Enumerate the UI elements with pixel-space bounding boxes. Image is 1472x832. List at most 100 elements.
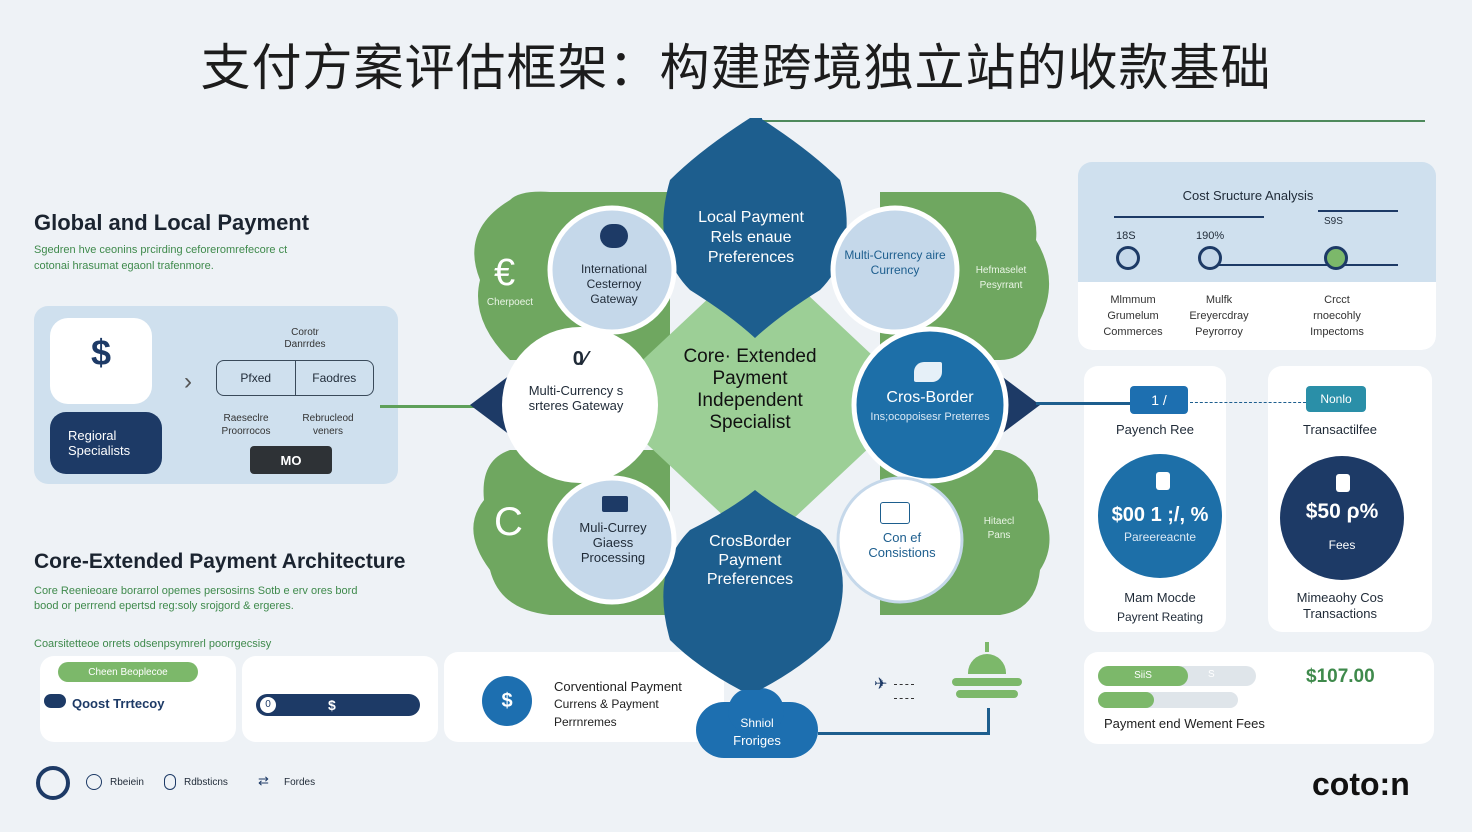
shop-icon-br bbox=[880, 502, 910, 524]
circle-right bbox=[851, 326, 1009, 484]
fee-circle-2-sub: Fees bbox=[1328, 538, 1356, 552]
label-3: S9S bbox=[1324, 216, 1343, 227]
item-3-l2: rnoecohly bbox=[1313, 310, 1361, 322]
green-tr-text-2: Pesyrrant bbox=[979, 280, 1023, 291]
regional-specialists-card: $ Regioral Specialists › Corotr Danrrdes… bbox=[34, 306, 398, 484]
item-3-l1: Crcct bbox=[1324, 294, 1350, 306]
circle-left-top: 0⁄ bbox=[572, 348, 588, 370]
item-1-l1: Mlmmum bbox=[1110, 294, 1156, 306]
cloud-icon-small bbox=[44, 694, 66, 708]
green-br-text-2: Pans bbox=[987, 530, 1011, 541]
cloud-label-1: Shniol bbox=[740, 716, 774, 730]
arrows-icon: ⇄ bbox=[258, 773, 269, 788]
segment-left[interactable]: Pfxed bbox=[217, 361, 296, 395]
dashed-line bbox=[894, 684, 914, 685]
legend-item-3: Fordes bbox=[284, 777, 316, 788]
mo-button[interactable]: MO bbox=[250, 446, 332, 474]
progress-bar[interactable]: 0 $ bbox=[256, 694, 420, 716]
globe-icon bbox=[86, 774, 102, 790]
green-tl-text: Cherpoect bbox=[486, 297, 534, 308]
dollar-circle-icon: $ bbox=[482, 676, 532, 726]
dollar-icon: $ bbox=[90, 332, 112, 373]
analysis-line-1 bbox=[1114, 216, 1264, 218]
cost-structure-bottom bbox=[1078, 282, 1436, 350]
circle-tl-label: International Cesternoy Gateway bbox=[580, 262, 648, 306]
card-icon-bl bbox=[602, 496, 628, 512]
cost-structure-card: Cost Sructure Analysis 18S 190% S9S Mlmm… bbox=[1078, 162, 1436, 350]
item-2-l1: Mulfk bbox=[1205, 294, 1233, 306]
cloud-label-2: Froriges bbox=[733, 733, 781, 748]
sub-right-1: Rebrucleod bbox=[302, 413, 354, 424]
sub-right-2: veners bbox=[312, 426, 343, 437]
left-arrow bbox=[470, 375, 510, 435]
fees-label: Payment end Wement Fees bbox=[1104, 716, 1265, 731]
architecture-desc-3: Coarsitetteoe orrets odsenpsymrerl poorr… bbox=[34, 638, 272, 650]
central-diagram bbox=[470, 118, 1050, 690]
right-arrow bbox=[1000, 375, 1040, 435]
global-payment-desc-1: Sgedren hve ceonins prcirding ceforeromr… bbox=[34, 244, 288, 256]
circle-bl-label: Muli-Currey Giaess Processing bbox=[579, 520, 647, 565]
connector-line-left bbox=[380, 405, 480, 408]
coin-icon bbox=[164, 774, 176, 790]
label-2: 190% bbox=[1196, 230, 1225, 242]
analysis-line-2 bbox=[1318, 210, 1398, 212]
lock-icon-2 bbox=[1336, 474, 1350, 492]
bottom1-line2: Payrent Reating bbox=[1116, 610, 1204, 624]
amount-value: $107.00 bbox=[1306, 666, 1375, 687]
dashed-right bbox=[1190, 402, 1306, 403]
bottom1-line1: Mam Mocde bbox=[1124, 590, 1196, 605]
circle-tl bbox=[547, 205, 677, 335]
ring-logo bbox=[36, 766, 70, 800]
page-title: 支付方案评估框架：构建跨境独立站的收款基础 bbox=[200, 39, 1272, 97]
circle-br bbox=[836, 476, 964, 604]
segmented-control[interactable]: Pfxed Faodres bbox=[216, 360, 374, 396]
segment-right[interactable]: Faodres bbox=[312, 371, 357, 385]
fee2-tag[interactable]: Nonlo bbox=[1306, 386, 1366, 412]
lock-icon-1 bbox=[1156, 472, 1170, 490]
badge-label: Regioral Specialists bbox=[68, 428, 131, 458]
bottom-leaf-label: CrosBorder Payment Preferences bbox=[706, 533, 794, 588]
conventional-2: Currens & Payment bbox=[554, 697, 659, 711]
cloud-bump bbox=[728, 688, 784, 734]
fee-slider-fill: SiiS bbox=[1098, 666, 1188, 686]
green-tr-text-1: Hefmaselet bbox=[975, 265, 1027, 276]
pin-icon-3 bbox=[1324, 246, 1348, 270]
euro-icon-tl: € bbox=[494, 252, 516, 294]
title-divider bbox=[760, 120, 1425, 122]
bottom-leaf bbox=[663, 490, 843, 690]
top-leaf-label: Local Payment Rels enaue Preferences bbox=[698, 209, 804, 266]
card-header-sub: Danrrdes bbox=[284, 339, 326, 350]
circle-br-label: Con ef Consistions bbox=[868, 530, 936, 560]
sub-left-2: Proorrocos bbox=[221, 426, 271, 437]
item-2-l2: Ereyercdray bbox=[1189, 310, 1249, 322]
connector-right bbox=[1036, 402, 1130, 405]
item-1-l3: Commerces bbox=[1103, 326, 1163, 338]
bottom2-line2: Transactions bbox=[1303, 606, 1377, 621]
fee2-label: Transactilfee bbox=[1303, 422, 1377, 437]
pin-icon-2 bbox=[1198, 246, 1222, 270]
fee-slider-track[interactable]: SiiS S bbox=[1098, 666, 1256, 686]
cent-icon-bl: C bbox=[494, 500, 523, 544]
item-1-l2: Grumelum bbox=[1107, 310, 1159, 322]
fee-slider-2[interactable] bbox=[1098, 692, 1238, 708]
card-header-top: Corotr bbox=[291, 327, 319, 338]
label-1: 18S bbox=[1116, 230, 1136, 242]
conventional-1: Corventional Payment bbox=[554, 679, 682, 694]
green-pill[interactable]: Cheen Beoplecoe bbox=[58, 662, 198, 682]
dashed-line-2 bbox=[894, 698, 914, 699]
plane-icon: ✈ bbox=[874, 676, 888, 693]
core-label: Core· Extended Payment Independent Speci… bbox=[683, 346, 817, 433]
conventional-3: Perrnremes bbox=[554, 715, 617, 729]
fee1-tag[interactable]: 1 / bbox=[1130, 386, 1188, 414]
circle-left bbox=[502, 327, 658, 483]
connector-up bbox=[987, 708, 990, 735]
leaf-icon-right bbox=[914, 362, 942, 382]
dollar-tile: $ bbox=[50, 318, 152, 404]
top-connector bbox=[750, 118, 762, 122]
cost-structure-title: Cost Sructure Analysis bbox=[1182, 188, 1314, 203]
architecture-desc-2: bood or perrrend epertsd reg:soly srojgo… bbox=[34, 600, 294, 612]
globe-icon-tl bbox=[600, 224, 628, 248]
regional-specialists-badge[interactable]: Regioral Specialists bbox=[50, 412, 162, 474]
cost-strategy-label: Qoost Trrtecoy bbox=[72, 696, 165, 711]
fee1-label: Payench Ree bbox=[1115, 422, 1195, 437]
